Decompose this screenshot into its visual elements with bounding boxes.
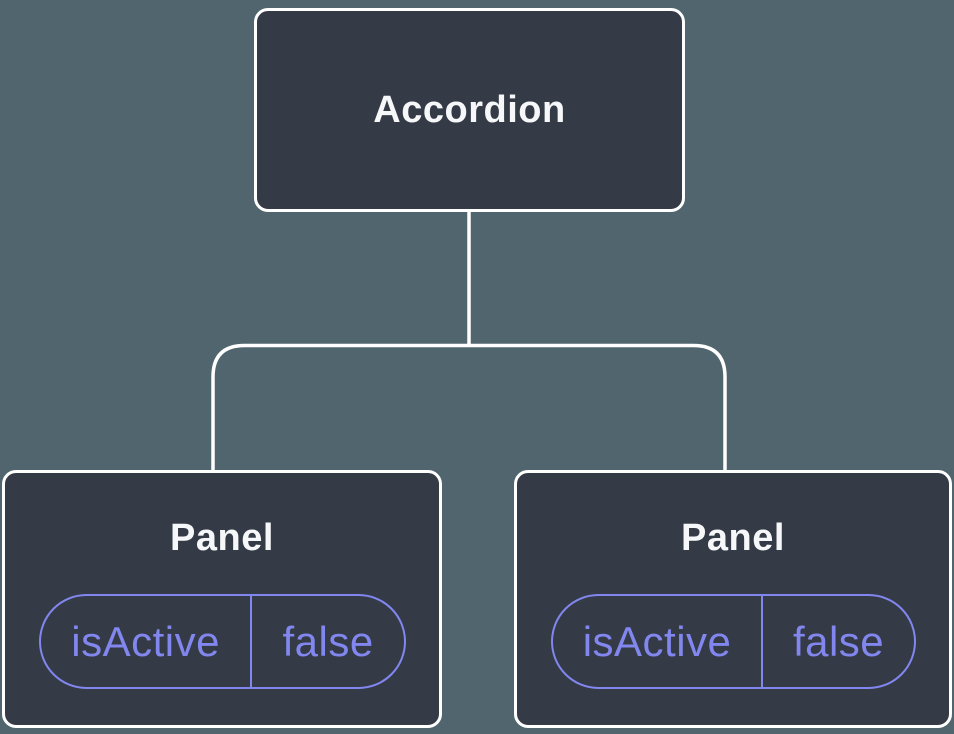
state-name-label: isActive — [41, 596, 253, 687]
panel-1-label: Panel — [170, 517, 274, 559]
panel-1-state-pill: isActive false — [39, 594, 406, 689]
state-name-label: isActive — [553, 596, 764, 687]
state-value-label: false — [792, 617, 885, 665]
node-panel-1: Panel isActive false — [2, 470, 442, 728]
panel-2-state-pill: isActive false — [551, 594, 916, 689]
panel-2-label: Panel — [681, 517, 785, 559]
state-value-label: false — [282, 617, 374, 665]
node-panel-2: Panel isActive false — [514, 470, 952, 728]
node-accordion: Accordion — [254, 8, 685, 212]
connector-fork — [211, 343, 727, 470]
accordion-label: Accordion — [373, 88, 566, 131]
